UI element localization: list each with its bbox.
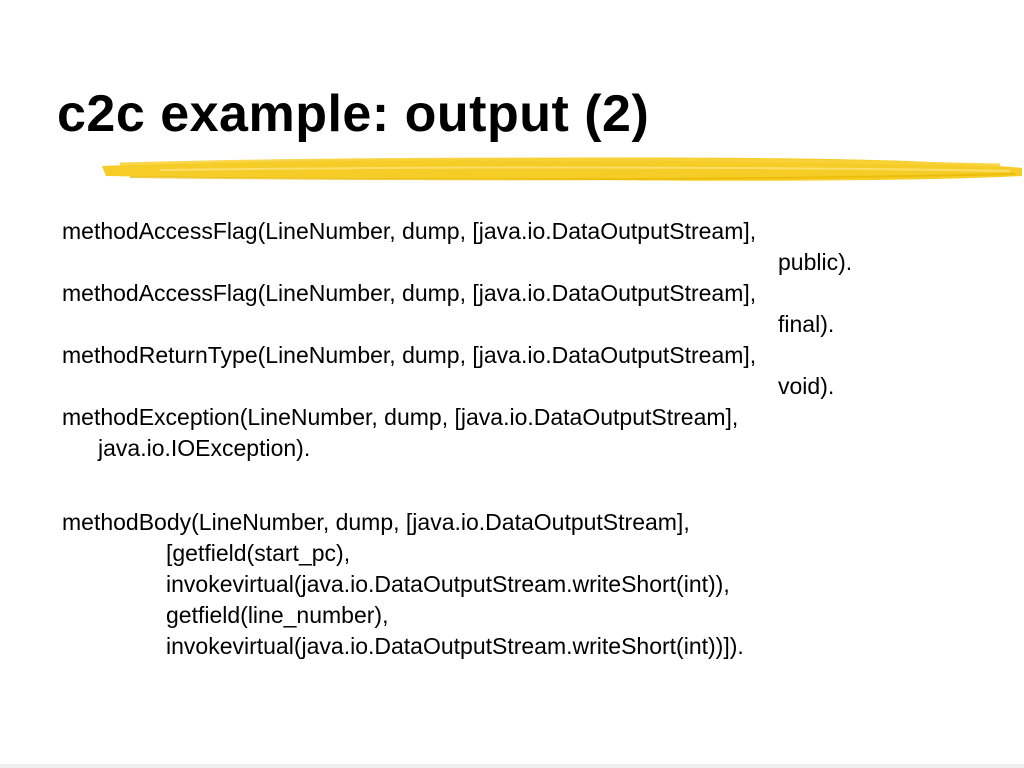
entry-line: [getfield(start_pc), (166, 540, 351, 566)
entry-method-access-flag-public: methodAccessFlag(LineNumber, dump, [java… (62, 216, 1002, 278)
slide-body: methodAccessFlag(LineNumber, dump, [java… (62, 216, 1002, 662)
entry-spacer (62, 464, 1002, 507)
title-highlight-stroke (102, 157, 1022, 181)
entry-method-body: methodBody(LineNumber, dump, [java.io.Da… (62, 507, 1002, 662)
slide-title: c2c example: output (2) (57, 85, 650, 143)
bottom-divider (0, 764, 1024, 768)
entry-method-return-type: methodReturnType(LineNumber, dump, [java… (62, 340, 1002, 402)
entry-line: methodReturnType(LineNumber, dump, [java… (62, 342, 757, 368)
entry-line: methodAccessFlag(LineNumber, dump, [java… (62, 218, 757, 244)
entry-line: methodException(LineNumber, dump, [java.… (62, 404, 739, 430)
entry-line: invokevirtual(java.io.DataOutputStream.w… (166, 571, 730, 597)
entry-line: public). (778, 249, 853, 275)
entry-line: final). (778, 311, 835, 337)
entry-line: java.io.IOException). (98, 435, 311, 461)
entry-method-access-flag-final: methodAccessFlag(LineNumber, dump, [java… (62, 278, 1002, 340)
entry-line: getfield(line_number), (166, 602, 389, 628)
entry-line: methodAccessFlag(LineNumber, dump, [java… (62, 280, 757, 306)
entry-line: methodBody(LineNumber, dump, [java.io.Da… (62, 509, 690, 535)
entry-line: invokevirtual(java.io.DataOutputStream.w… (166, 633, 744, 659)
entry-method-exception: methodException(LineNumber, dump, [java.… (62, 402, 1002, 464)
entry-line: void). (778, 373, 835, 399)
